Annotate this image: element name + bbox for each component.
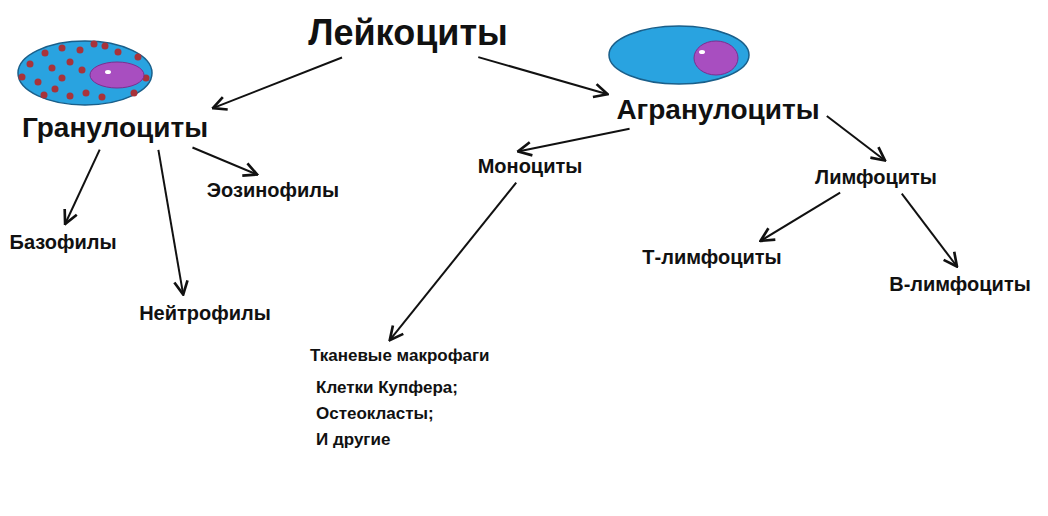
node-heading: Лимфоциты <box>815 166 937 189</box>
node-body-line: Остеокласты; <box>310 404 490 424</box>
arrow-connector <box>390 183 516 340</box>
cell-type-label: Лимфоциты <box>811 164 941 191</box>
cell-type-label: Лейкоциты <box>304 10 512 56</box>
node-heading: В-лимфоциты <box>889 273 1031 296</box>
arrow-connector <box>213 57 342 108</box>
cell-type-label: Т-лимфоциты <box>638 244 785 271</box>
arrow-connector <box>192 148 257 175</box>
cell-type-label: Моноциты <box>474 153 587 180</box>
node-heading: Моноциты <box>478 155 583 178</box>
arrow-connector <box>902 194 957 267</box>
node-body-line: И другие <box>310 430 490 450</box>
arrow-connector <box>158 150 183 295</box>
node-heading: Эозинофилы <box>207 179 339 202</box>
agranulocyte-drawing <box>609 26 749 84</box>
cell-type-label: Агранулоциты <box>612 92 823 128</box>
node-heading: Нейтрофилы <box>139 302 271 325</box>
cell-type-label: Гранулоциты <box>18 110 212 146</box>
node-heading: Гранулоциты <box>22 112 208 144</box>
node-heading: Тканевые макрофаги <box>310 346 490 366</box>
cell-type-label: Нейтрофилы <box>135 300 275 327</box>
node-body-line: Клетки Купфера; <box>310 378 490 398</box>
node-heading: Базофилы <box>10 231 117 254</box>
arrow-connector <box>478 57 607 94</box>
granulocyte-drawing <box>18 41 152 106</box>
node-heading: Агранулоциты <box>616 94 819 126</box>
arrow-connector <box>827 116 885 160</box>
cell-type-label: Базофилы <box>6 229 121 256</box>
cell-type-label: В-лимфоциты <box>885 271 1035 298</box>
cell-type-label: Эозинофилы <box>203 177 343 204</box>
arrow-connector <box>518 129 630 152</box>
arrow-connector <box>760 193 840 241</box>
cell-type-label: Тканевые макрофагиКлетки Купфера; Остеокл… <box>306 344 494 452</box>
node-heading: Лейкоциты <box>308 12 508 54</box>
node-heading: Т-лимфоциты <box>642 246 781 269</box>
arrow-connector <box>65 150 100 224</box>
